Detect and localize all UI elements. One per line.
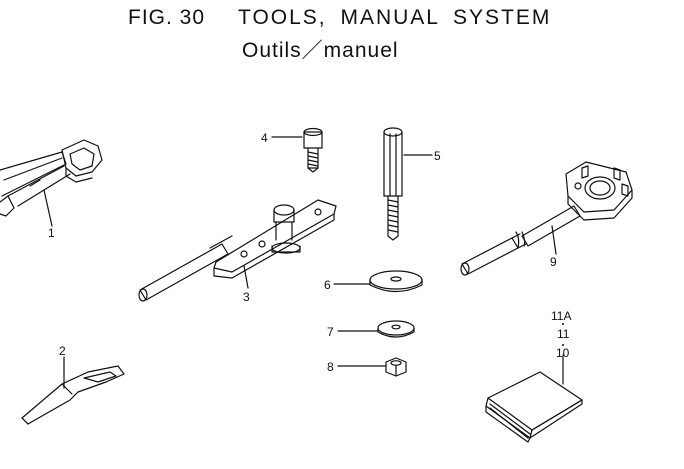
callout-11: 11 (557, 327, 570, 341)
leader-dot (562, 323, 564, 325)
callout-6: 6 (324, 278, 331, 292)
box-wrench-icon[interactable] (0, 139, 103, 217)
pin-punch-icon[interactable] (21, 365, 125, 425)
callout-8: 8 (327, 360, 334, 374)
manual-booklet-icon[interactable] (485, 371, 583, 443)
callout-4: 4 (261, 131, 268, 145)
leader-line (243, 265, 249, 289)
holder-bar-icon[interactable] (138, 199, 337, 302)
small-washer-icon[interactable] (377, 320, 415, 338)
figure-header: FIG. 30 TOOLS, MANUAL SYSTEM Outils／manu… (0, 0, 684, 62)
flywheel-holder-icon[interactable] (460, 161, 633, 276)
callout-10: 10 (556, 346, 570, 360)
callout-3: 3 (243, 290, 250, 304)
figure-subtitle: Outils／manuel (242, 39, 399, 62)
leader-line (43, 189, 53, 227)
bolt-icon[interactable] (303, 127, 323, 173)
callout-11a: 11A (551, 309, 571, 323)
large-washer-icon[interactable] (369, 270, 423, 293)
callout-7: 7 (327, 325, 334, 339)
leader-line (551, 225, 557, 255)
leader-dot (562, 344, 564, 346)
callout-2: 2 (59, 344, 66, 358)
figure-number: FIG. 30 (128, 6, 206, 29)
figure-title: TOOLS, MANUAL SYSTEM (238, 6, 552, 29)
nut-icon[interactable] (385, 357, 407, 377)
callout-5: 5 (434, 149, 441, 163)
stud-bolt-icon[interactable] (383, 127, 403, 241)
callout-1: 1 (48, 226, 55, 240)
callout-9: 9 (550, 255, 557, 269)
